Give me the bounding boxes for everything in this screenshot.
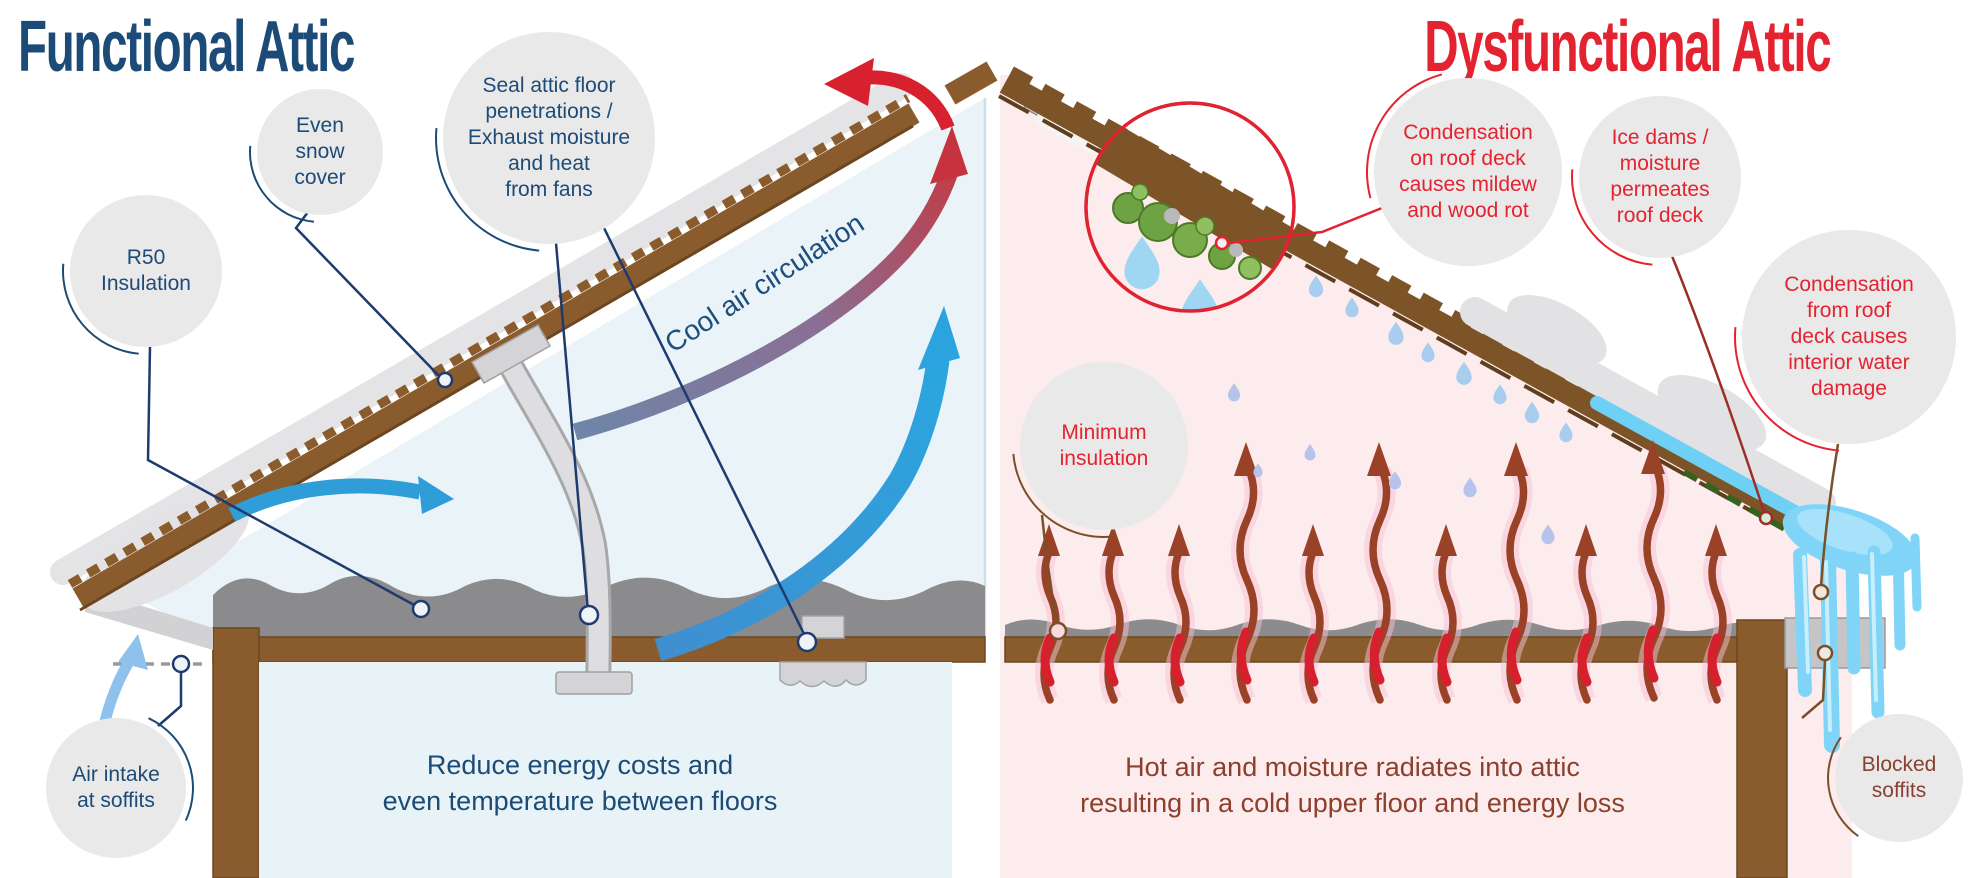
house-wall [212,627,260,878]
min-insulation-dot [1048,621,1068,641]
r50-dot [411,599,431,619]
seal-fan-pointer [602,227,808,639]
duct-icon [503,363,609,695]
ridge-exit-arrow [861,70,955,131]
dysfunctional-attic-illustration [998,66,1922,878]
room-below [259,662,952,878]
functional-caption: Reduce energy costs and even temperature… [382,750,778,816]
functional-attic-title: Functional Attic [18,7,355,87]
mildew-dot [1214,235,1230,251]
snow-bulge-1 [1507,294,1607,366]
seal-duct-dot [578,604,600,626]
min-insulation-pointer [1040,514,1059,625]
mildew-pointer [1227,206,1383,245]
icicle-icon [1910,533,1922,612]
magnified-roof-deck [1086,108,1294,282]
rising-air-arrow [654,358,950,662]
shingles [67,94,911,588]
callout-blocked-soffits: Blocked soffits [1835,714,1963,842]
left-pointer-dots [171,371,818,674]
callout-ice-dams: Ice dams / moisture permeates roof deck [1579,96,1741,258]
eave-air-arrow [228,478,422,522]
ice-dams-dot [1758,510,1774,526]
right-pointer-dots [1048,235,1834,662]
ridge-exit-arrowhead [824,58,874,106]
insulation-bit [1164,208,1180,224]
dysfunctional-caption: Hot air and moisture radiates into attic… [1080,752,1625,818]
soffit-intake-arrowhead [118,634,148,670]
house-wall-right [1736,619,1788,878]
snow-bulge-2 [1657,374,1767,452]
callout-seal-attic-floor: Seal attic floor penetrations / Exhaust … [443,32,655,244]
insulation-bit [1229,243,1243,257]
callout-condensation-damage: Condensation from roof deck causes inter… [1742,230,1956,444]
circulation-arrowhead [930,126,968,184]
duct-roof-flange [470,323,552,385]
duct-floor-flange [555,671,633,695]
damage-pointer [1819,443,1840,587]
eave-air-arrowhead [418,476,454,514]
attic-interior [140,98,985,637]
icicle-icon [1793,548,1812,697]
rising-air-arrowhead [918,306,960,370]
seal-duct-pointer [554,242,590,613]
fan-top [801,615,845,639]
functional-attic-illustration [50,58,998,878]
r50-pointer [146,346,417,608]
damage-dot [1812,583,1830,601]
callout-minimum-insulation: Minimum insulation [1020,362,1188,530]
icicle-highlight [1802,555,1810,674]
icicle-icon [1892,539,1906,651]
air-intake-dot [171,654,191,674]
wet-rot-streaks [1682,469,1801,540]
ice-layer [1590,396,1818,528]
callout-r50-insulation: R50 Insulation [70,195,222,347]
snow-layer-right [1460,297,1836,518]
blocked-soffits-pointer [1801,659,1827,719]
icicle-highlight [1870,552,1878,702]
magnifier-circle [1084,101,1296,313]
callout-condensation-mildew: Condensation on roof deck causes mildew … [1374,78,1562,266]
circulation-gradient-arrow [572,169,959,441]
ice-highlight [1797,508,1893,556]
air-intake-pointer [157,672,183,727]
even-snow-dot [436,371,454,389]
blocked-soffits-dot [1816,644,1834,662]
callout-air-intake-soffits: Air intake at soffits [46,718,186,858]
ridge-cap [944,61,998,105]
right-pointer-lines [1040,206,1840,719]
seal-fan-dot [796,631,818,653]
callout-even-snow-cover: Even snow cover [257,89,383,215]
fan-icon [779,661,867,688]
ice-dams-pointer [1670,255,1766,513]
icicle-icon [1845,551,1861,675]
